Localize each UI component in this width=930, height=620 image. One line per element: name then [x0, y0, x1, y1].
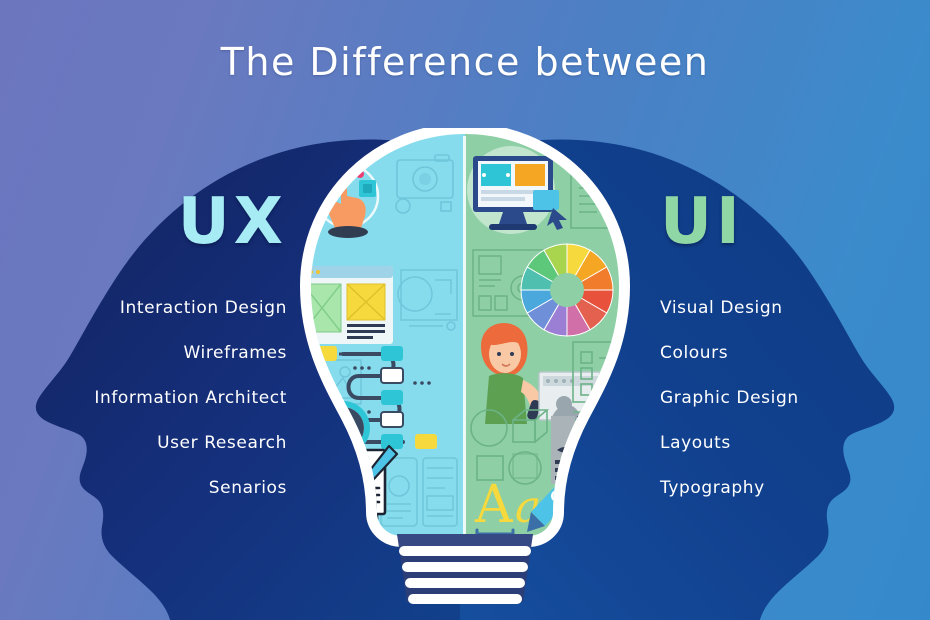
- bulb-base: [397, 534, 533, 604]
- ux-term-list: Interaction Design Wireframes Informatio…: [15, 300, 315, 497]
- list-item: Senarios: [208, 478, 287, 498]
- user-flow-diagram-icon: [315, 346, 437, 449]
- ui-heading: UI: [660, 185, 744, 259]
- list-item: Interaction Design: [119, 298, 287, 318]
- lightbulb-illustration: A a: [285, 128, 645, 608]
- crop-frame-icon: [397, 269, 458, 331]
- shape-sketch-icon: [470, 409, 550, 485]
- desktop-monitor-icon: [467, 146, 567, 234]
- ui-panel: UI Visual Design Colours Graphic Design …: [630, 190, 930, 525]
- list-item: Layouts: [660, 433, 731, 453]
- list-item: Wireframes: [183, 343, 287, 363]
- camera-outline-icon: [395, 154, 454, 214]
- bulb-base-band: [402, 562, 528, 572]
- mobile-wireframe-icon: [380, 457, 458, 527]
- wireframe-browser-icon: [311, 266, 393, 344]
- ux-heading: UX: [177, 185, 287, 259]
- bulb-half-divider: [463, 136, 466, 536]
- list-item: Information Architect: [94, 388, 287, 408]
- color-wheel-icon: [520, 243, 614, 337]
- ui-term-list: Visual Design Colours Graphic Design Lay…: [630, 300, 930, 497]
- list-item: User Research: [157, 433, 287, 453]
- ux-panel: UX Interaction Design Wireframes Informa…: [15, 190, 315, 525]
- list-item: Graphic Design: [660, 388, 799, 408]
- list-item: Typography: [660, 478, 765, 498]
- list-item: Visual Design: [660, 298, 783, 318]
- lightbulb-svg: A a: [285, 128, 645, 604]
- bulb-base-band: [405, 578, 525, 588]
- page-title: The Difference between: [220, 40, 710, 84]
- bulb-base-band: [408, 594, 522, 604]
- bulb-base-band: [399, 546, 531, 556]
- list-item: Colours: [660, 343, 729, 363]
- svg-text:A: A: [474, 475, 514, 535]
